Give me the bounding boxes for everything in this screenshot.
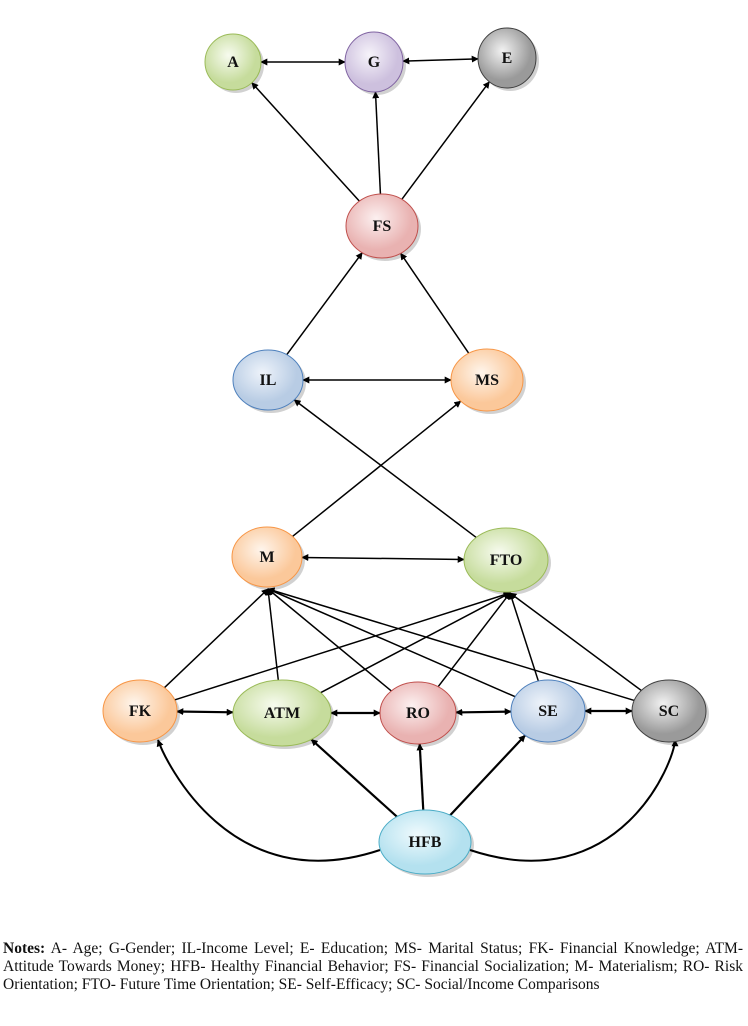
node-label-g: G (368, 54, 381, 71)
edge-sc-to-m (267, 587, 635, 702)
edge-il-to-fs (286, 252, 363, 356)
notes-heading: Notes: (3, 940, 46, 957)
edge-ro-to-se (455, 708, 512, 716)
node-label-hfb: HFB (409, 834, 442, 851)
edge-se-to-m (267, 588, 516, 698)
nodes-layer: A G E FS IL MS M FTO FK ATM RO SE SC HFB (102, 27, 709, 877)
node-label-e: E (502, 50, 513, 67)
node-m: M (231, 526, 305, 590)
edge-hfb-to-atm (310, 738, 398, 818)
node-label-se: SE (538, 703, 558, 720)
node-label-ro: RO (406, 705, 430, 722)
node-ms: MS (450, 348, 526, 414)
edge-hfb-to-fk (156, 739, 381, 862)
node-a: A (204, 33, 264, 93)
edge-se-to-fto (508, 592, 540, 682)
node-se: SE (510, 679, 588, 745)
node-label-fk: FK (129, 703, 152, 720)
edge-sc-to-fto (509, 592, 642, 692)
edge-fto-to-il (293, 399, 477, 539)
node-g: G (344, 31, 406, 95)
edge-m-to-fto (301, 554, 465, 563)
node-e: E (477, 27, 539, 91)
edge-m-to-ms (292, 400, 462, 538)
node-label-sc: SC (659, 703, 679, 720)
edge-ro-to-fto (437, 592, 511, 688)
node-fs: FS (345, 193, 421, 261)
edge-fk-to-atm (176, 708, 234, 716)
node-label-atm: ATM (264, 705, 300, 722)
node-sc: SC (631, 679, 709, 745)
edge-ro-to-m (267, 588, 392, 692)
edge-fs-to-a (251, 82, 360, 202)
node-hfb: HFB (378, 809, 474, 877)
edge-hfb-to-sc (469, 739, 679, 862)
node-label-fs: FS (373, 218, 392, 235)
edge-g-to-e (402, 55, 479, 65)
node-fto: FTO (463, 527, 551, 595)
edges-layer (156, 55, 679, 862)
node-label-ms: MS (475, 372, 499, 389)
edge-fs-to-e (401, 81, 490, 200)
edge-ms-to-fs (400, 252, 470, 354)
node-fk: FK (102, 679, 180, 745)
path-diagram: A G E FS IL MS M FTO FK ATM RO SE SC HFB (102, 27, 709, 877)
notes-caption: Notes: A- Age; G-Gender; IL-Income Level… (3, 940, 743, 994)
edge-hfb-to-se (449, 734, 526, 816)
notes-text: A- Age; G-Gender; IL-Income Level; E- Ed… (3, 940, 743, 993)
edge-fk-to-m (163, 588, 269, 689)
node-ro: RO (379, 681, 459, 747)
node-label-fto: FTO (490, 552, 523, 569)
edge-fs-to-g (372, 91, 382, 195)
node-label-a: A (227, 54, 239, 71)
node-label-il: IL (260, 372, 277, 389)
edge-hfb-to-ro (416, 743, 425, 811)
node-il: IL (232, 349, 306, 413)
node-atm: ATM (232, 679, 334, 749)
edge-fk-to-fto (174, 591, 511, 701)
node-label-m: M (259, 549, 274, 566)
edge-atm-to-fto (320, 592, 511, 694)
edge-atm-to-m (265, 588, 280, 681)
